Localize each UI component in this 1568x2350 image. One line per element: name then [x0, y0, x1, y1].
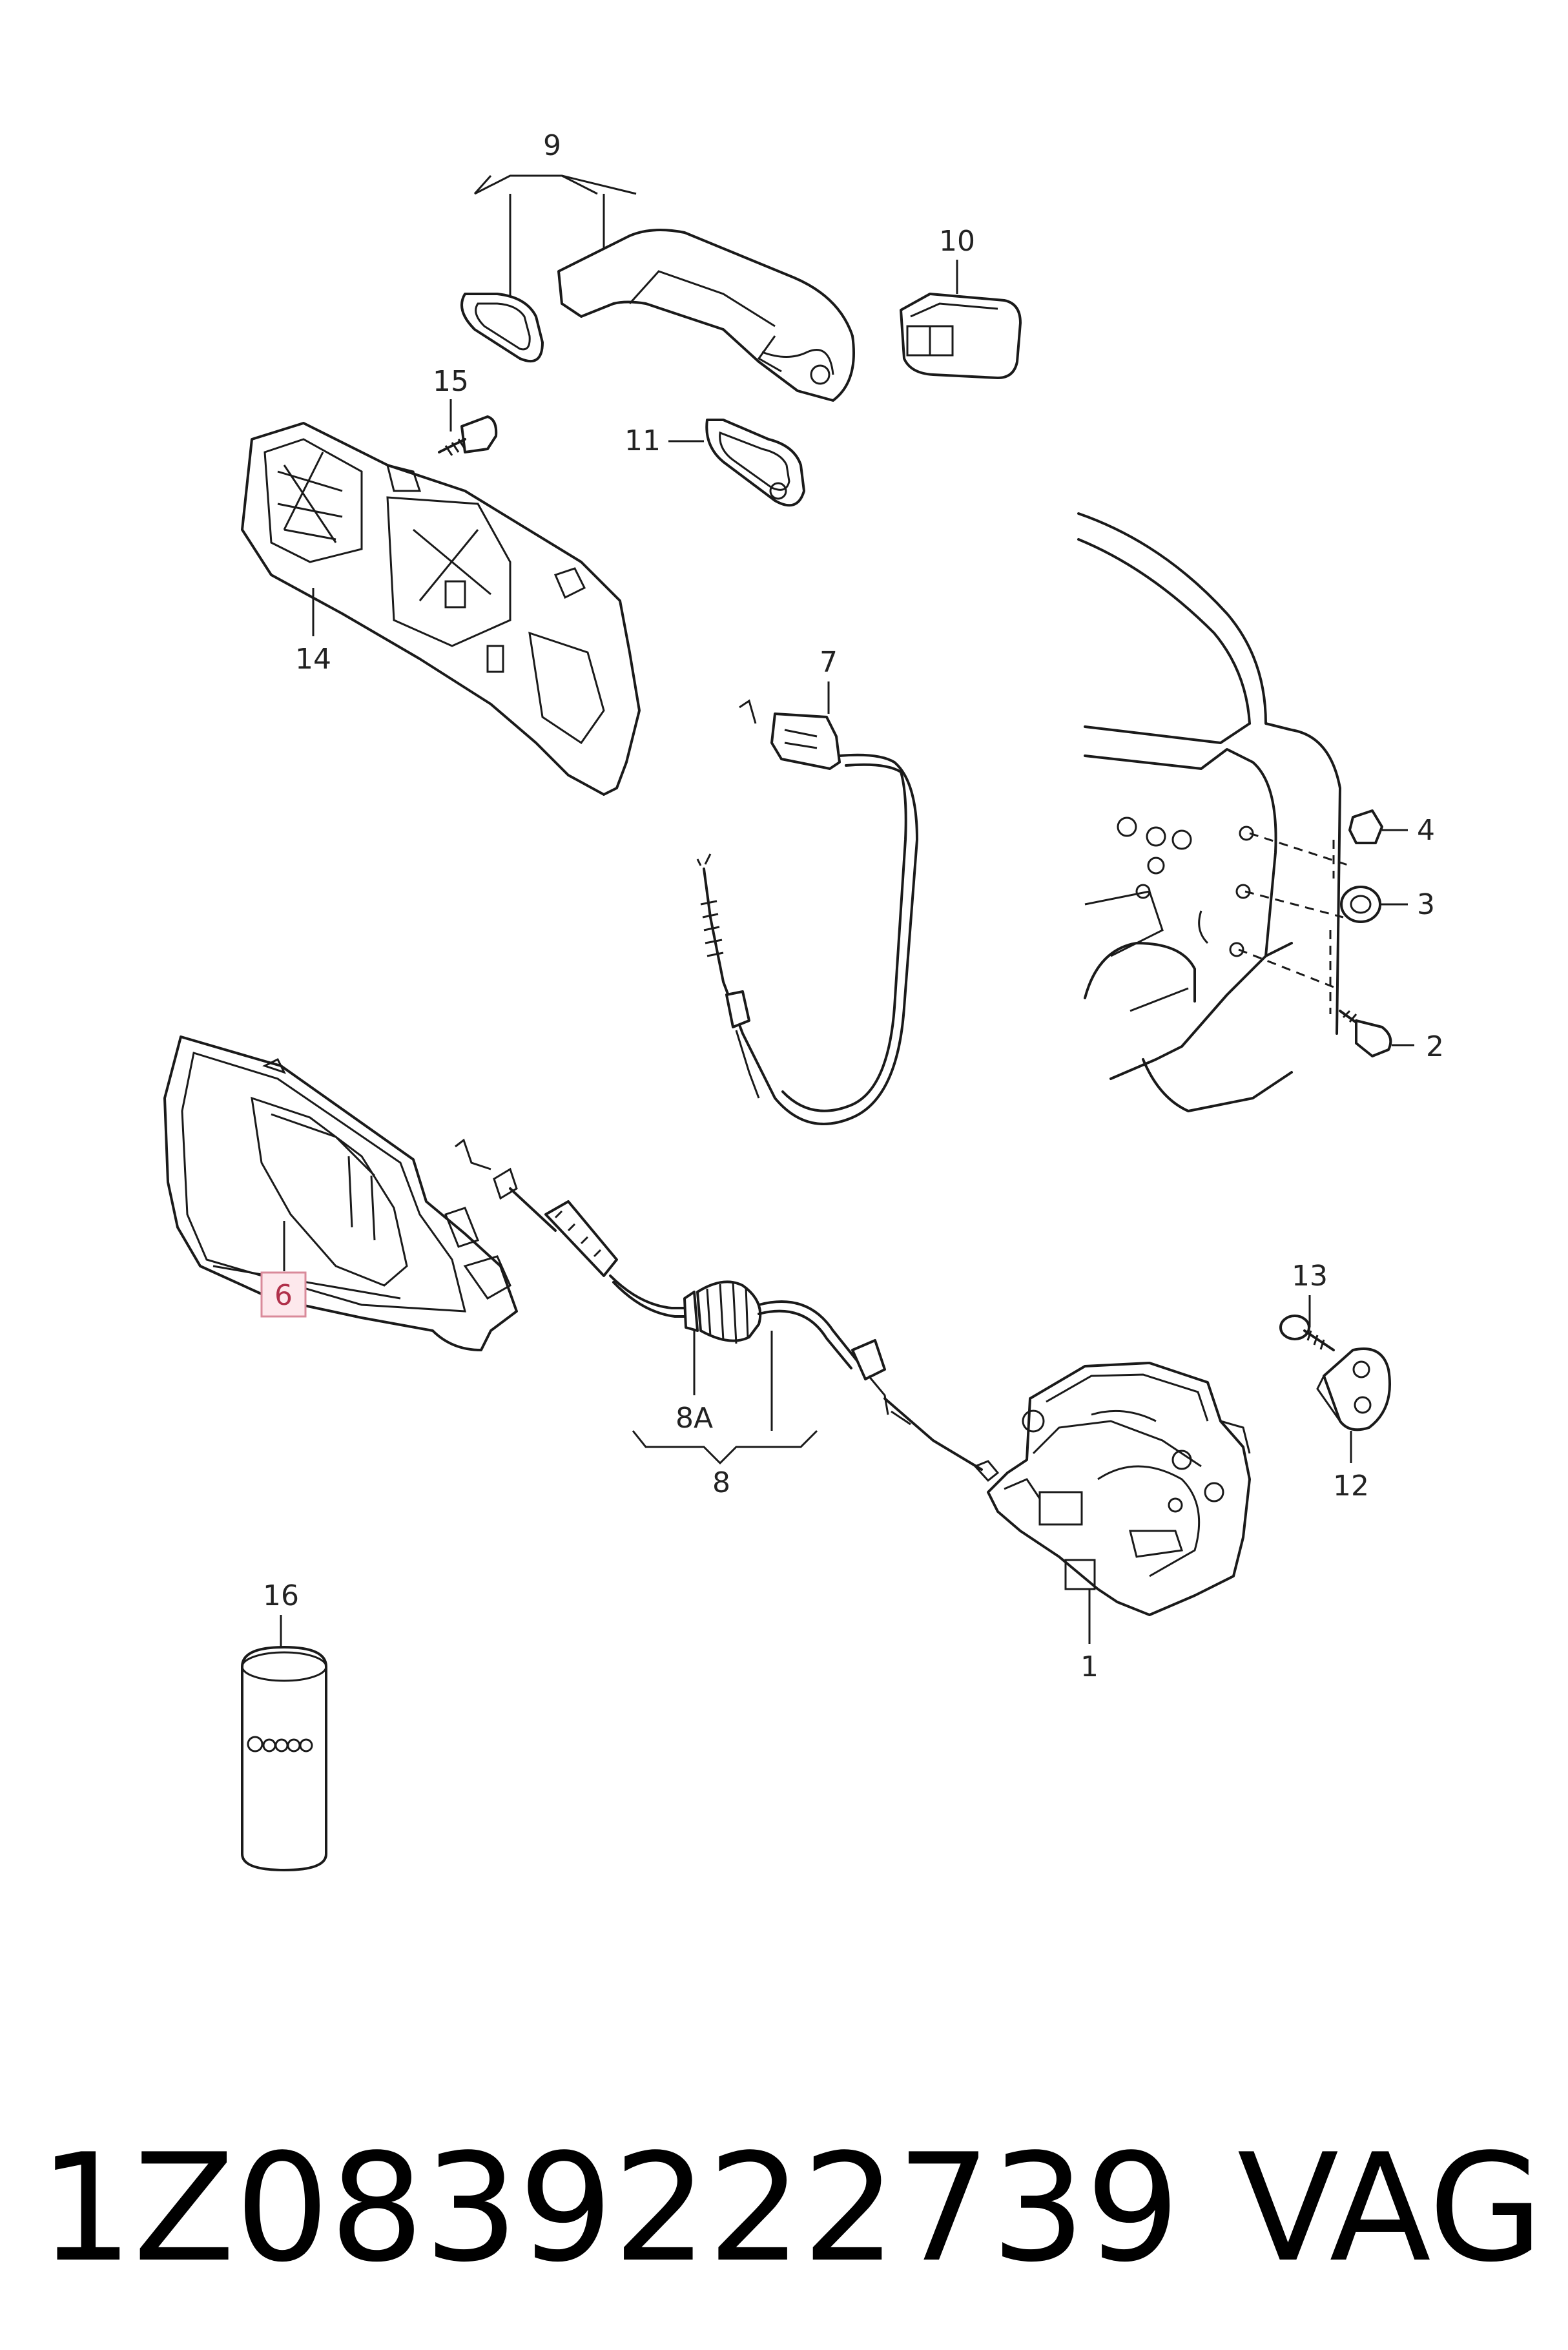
part-number: 1Z0839222739	[39, 2123, 1181, 2295]
bolt-15: 15	[433, 365, 498, 456]
callout-16-label: 16	[263, 1579, 299, 1612]
callout-11-label: 11	[624, 424, 661, 457]
callout-13-label: 13	[1292, 1260, 1328, 1293]
brand-label: VAG	[1237, 2123, 1543, 2295]
callout-9-group: 9	[473, 129, 637, 310]
gasket-11: 11	[624, 419, 805, 507]
spray-can-16: 16	[241, 1579, 327, 1871]
door-lock-1: 1	[987, 1362, 1251, 1683]
screw-13: 13	[1279, 1260, 1335, 1351]
door-shell	[1077, 512, 1350, 1112]
part-number-footer: 1Z0839222739 VAG	[39, 2125, 1543, 2293]
plug-3: 3	[1340, 886, 1435, 923]
cable-7: 7	[696, 646, 918, 1125]
cap-10: 10	[900, 225, 1022, 379]
callout-6-label: 6	[274, 1279, 293, 1312]
clip-4: 4	[1348, 809, 1435, 847]
callout-10-label: 10	[939, 225, 975, 258]
callout-4-label: 4	[1417, 814, 1435, 847]
callout-9-label: 9	[543, 129, 561, 162]
callout-8a-label: 8A	[676, 1402, 713, 1435]
callout-2-label: 2	[1426, 1030, 1444, 1063]
exterior-handle-9	[557, 229, 855, 402]
callout-1-label: 1	[1080, 1650, 1099, 1683]
callout-14-label: 14	[295, 643, 331, 676]
striker-12: 12	[1316, 1347, 1391, 1503]
callout-6-highlight-box	[260, 1271, 307, 1318]
screw-2: 2	[1339, 1010, 1444, 1063]
gasket-9	[460, 293, 544, 362]
callout-15-label: 15	[433, 365, 469, 398]
callout-8-label: 8	[712, 1466, 730, 1499]
carrier-frame-14: 14	[241, 422, 641, 796]
interior-handle-6: 6	[163, 1035, 518, 1351]
cable-8: 8A 8	[455, 1138, 1000, 1499]
callout-12-label: 12	[1333, 1470, 1369, 1503]
callout-3-label: 3	[1417, 888, 1435, 921]
callout-7-label: 7	[820, 646, 838, 679]
